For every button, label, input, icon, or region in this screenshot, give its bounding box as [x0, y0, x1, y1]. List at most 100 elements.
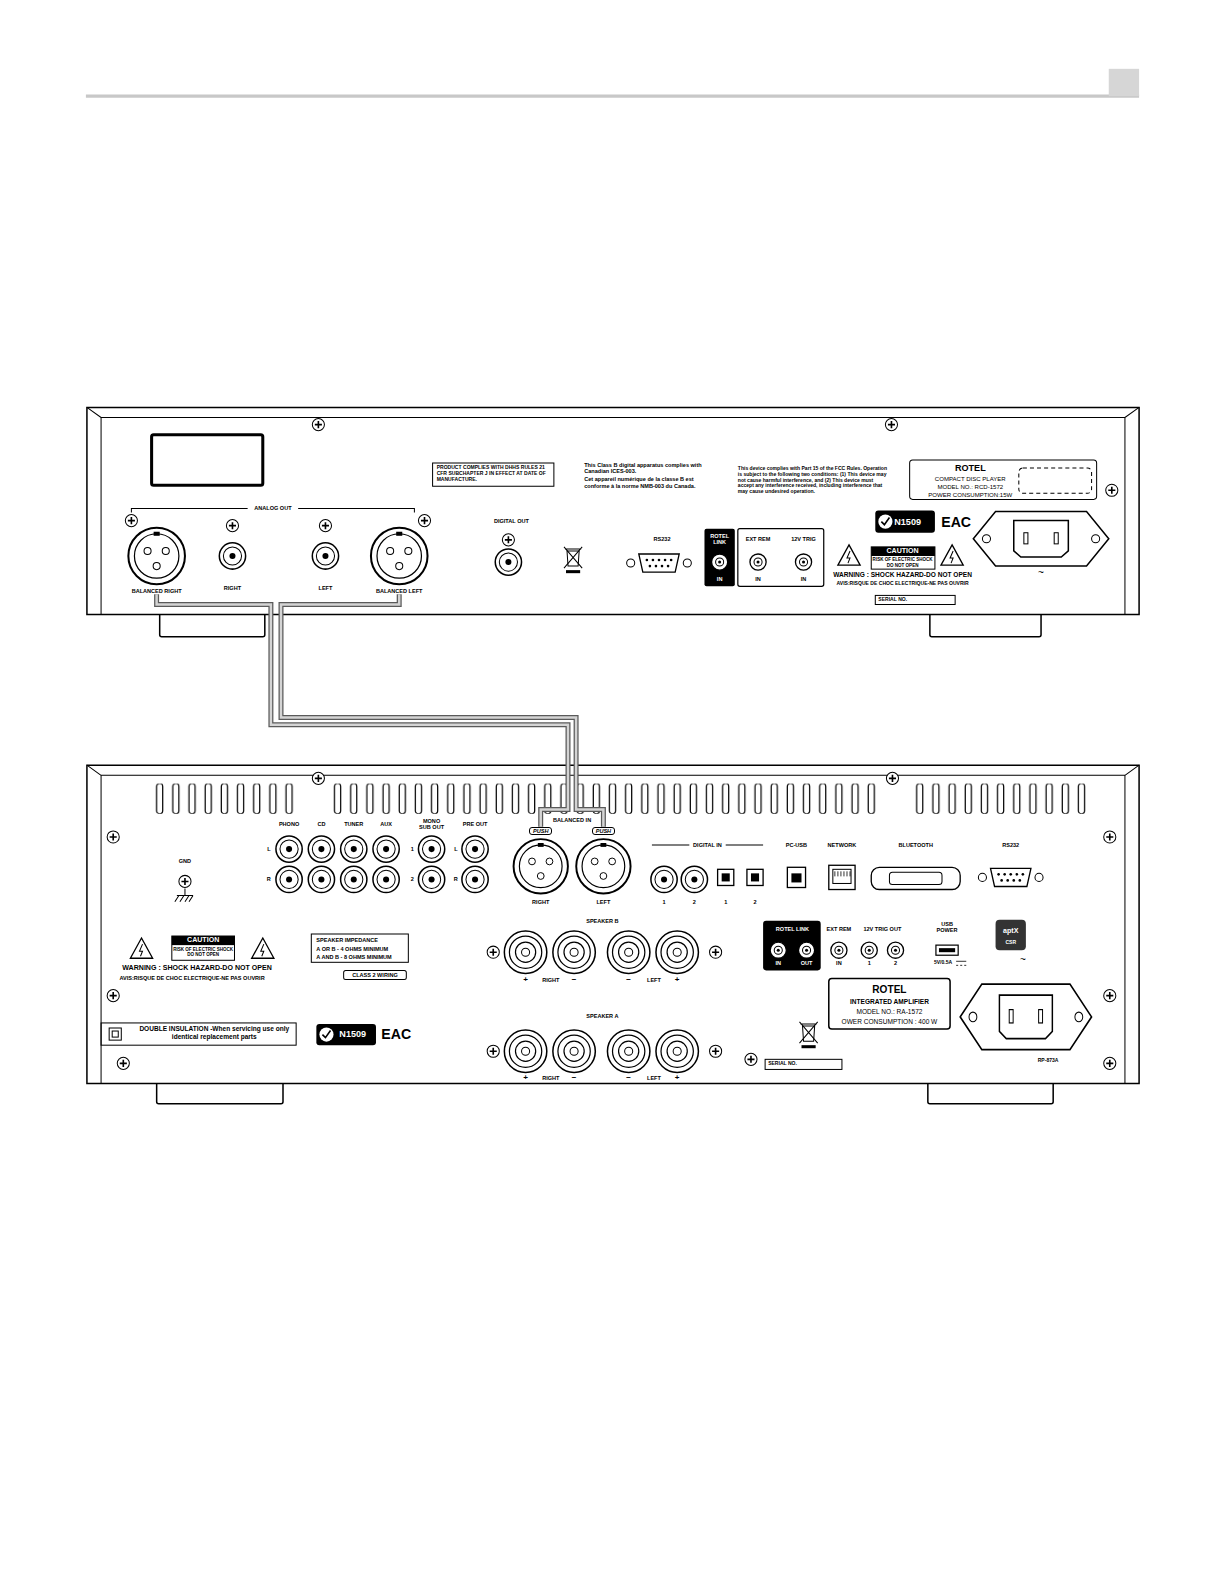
panel-label: SPEAKER A: [586, 1013, 618, 1019]
panel-label: PHONO: [279, 821, 299, 827]
panel-label: ROTEL: [955, 463, 986, 473]
panel-label: SERIAL NO.: [878, 597, 907, 603]
panel-label: OWER CONSUMPTION : 400 W: [842, 1018, 938, 1026]
panel-label: AUX: [380, 821, 392, 827]
panel-label: CD: [317, 821, 325, 827]
panel-label: IN: [755, 576, 761, 582]
panel-label: +: [523, 1074, 528, 1083]
panel-label: 2: [693, 898, 696, 904]
panel-label: ROTEL: [872, 984, 906, 996]
push-tab: PUSH: [592, 827, 615, 835]
panel-label: DIGITAL IN: [693, 842, 722, 848]
panel-label: AVIS:RISQUE DE CHOC ELECTRIQUE-NE PAS OU…: [836, 581, 968, 587]
panel-label: SPEAKER B: [586, 918, 618, 924]
panel-label: A AND B - 8 OHMS MINIMUM: [316, 954, 391, 960]
panel-label: COMPACT DISC PLAYER: [935, 475, 1006, 482]
panel-label: RS232: [654, 536, 671, 542]
panel-label: CLASS 2 WIRING: [352, 972, 398, 978]
panel-label: CAUTION: [886, 547, 918, 555]
panel-label: LEFT: [647, 977, 661, 983]
panel-label: +: [675, 976, 680, 985]
jack-label: RIGHT: [532, 899, 549, 905]
panel-label: PC-USB: [786, 842, 807, 848]
panel-label: LEFT: [647, 1075, 661, 1081]
panel-label: −: [626, 976, 631, 985]
panel-label: aptX: [1003, 927, 1018, 935]
panel-label: 5V/0.5A: [934, 960, 952, 966]
panel-label: USB POWER: [933, 920, 961, 933]
panel-label: OUT: [801, 960, 813, 966]
panel-label: A OR B - 4 OHMS MINIMUM: [316, 946, 388, 952]
panel-label: This Class B digital apparatus complies …: [584, 462, 710, 475]
panel-label: ~: [1038, 567, 1044, 579]
panel-label: WARNING : SHOCK HAZARD-DO NOT OPEN: [122, 964, 272, 972]
page-header: [86, 69, 1139, 96]
panel-label: 2: [894, 960, 897, 966]
panel-label: RIGHT: [224, 585, 241, 591]
panel-label: −: [572, 976, 577, 985]
panel-label: BLUETOOTH: [898, 842, 932, 848]
panel-label: POWER CONSUMPTION:15W: [928, 491, 1012, 498]
amplifier-panel: [87, 765, 1139, 1104]
panel-label: BALANCED IN: [553, 816, 591, 822]
balanced-cable: [157, 594, 568, 827]
panel-label: ~: [1020, 954, 1026, 966]
panel-label: EAC: [941, 513, 971, 529]
panel-label: GND: [179, 858, 191, 864]
panel-label: 1: [411, 846, 414, 852]
panel-label: −: [572, 1074, 577, 1083]
panel-label: RIGHT: [542, 1075, 559, 1081]
panel-label: MODEL NO.: RCD-1572: [937, 483, 1003, 490]
panel-label: CAUTION: [187, 936, 219, 944]
panel-label: L: [267, 846, 270, 852]
panel-label: INTEGRATED AMPLIFIER: [850, 998, 929, 1006]
panel-label: AVIS:RISQUE DE CHOC ELECTRIQUE-NE PAS OU…: [119, 975, 264, 981]
panel-label: Cet appareil numérique de la classe B es…: [584, 476, 710, 489]
panel-label: EAC: [381, 1026, 411, 1042]
panel-label: SERIAL NO.: [768, 1061, 797, 1067]
panel-label: IN: [836, 960, 842, 966]
panel-label: ANALOG OUT: [254, 505, 291, 511]
panel-label: 2: [411, 876, 414, 882]
panel-label: +: [523, 976, 528, 985]
panel-label: 12V TRIG OUT: [863, 926, 901, 932]
panel-label: RS232: [1002, 842, 1019, 848]
panel-label: LEFT: [319, 585, 333, 591]
panel-label: ROTEL LINK: [776, 926, 809, 932]
panel-label: ROTEL LINK: [705, 532, 733, 545]
connector-jack: PUSH LEFT: [573, 827, 634, 906]
panel-label: R: [267, 876, 271, 882]
panel-label: DOUBLE INSULATION -When servicing use on…: [133, 1026, 295, 1041]
panel-label: N1509: [894, 516, 921, 526]
panel-label: RP-873A: [1038, 1058, 1059, 1064]
balanced-cable: [281, 594, 603, 827]
panel-label: IN: [775, 960, 781, 966]
panel-label: EXT REM: [827, 926, 852, 932]
panel-label: EXT REM: [746, 536, 771, 542]
panel-label: L: [454, 846, 457, 852]
panel-label: N1509: [339, 1029, 366, 1039]
panel-label: 1: [724, 898, 727, 904]
panel-label: DIGITAL OUT: [494, 517, 529, 523]
panel-label: 1: [868, 960, 871, 966]
panel-label: This device complies with Part 15 of the…: [738, 466, 890, 495]
panel-label: IN: [717, 576, 723, 582]
panel-label: R: [454, 876, 458, 882]
panel-label: RISK OF ELECTRIC SHOCK DO NOT OPEN: [872, 557, 933, 567]
panel-label: SPEAKER IMPEDANCE: [316, 937, 378, 943]
panel-label: 1: [663, 898, 666, 904]
jack-label: BALANCED LEFT: [376, 588, 423, 594]
panel-label: NETWORK: [828, 842, 857, 848]
connector-jack: PUSH RIGHT: [510, 827, 571, 906]
jack-label: LEFT: [596, 899, 610, 905]
panel-label: WARNING : SHOCK HAZARD-DO NOT OPEN: [833, 571, 972, 579]
panel-label: 12V TRIG: [791, 536, 816, 542]
connector-jack: BALANCED LEFT: [369, 526, 430, 595]
panel-label: RIGHT: [542, 977, 559, 983]
panel-label: MONO SUB OUT: [416, 817, 446, 830]
panel-label: MODEL NO.: RA-1572: [856, 1008, 922, 1016]
push-tab: PUSH: [529, 827, 552, 835]
panel-label: PRODUCT COMPLIES WITH DHHS RULES 21 CFR …: [437, 465, 550, 482]
